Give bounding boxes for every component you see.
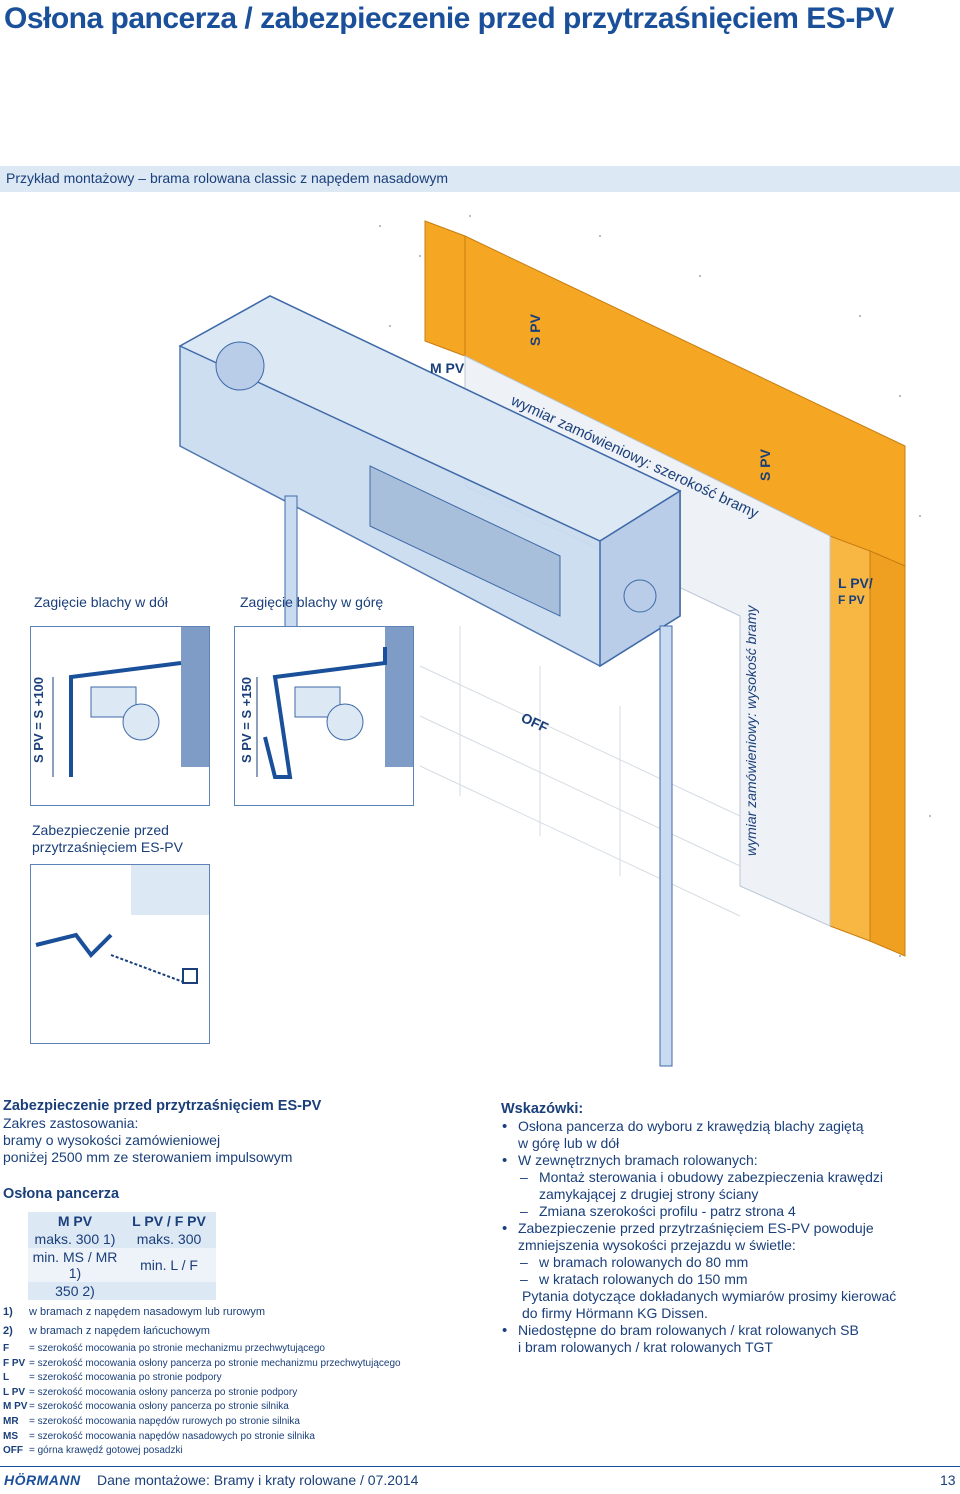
- bend-up-drawing: [256, 627, 413, 779]
- inset-es-title-1: Zabezpieczenie przed: [32, 822, 169, 838]
- inset-down-title: Zagięcie blachy w dół: [34, 594, 168, 610]
- es-pv-heading: Zabezpieczenie przed przytrzaśnięciem ES…: [3, 1098, 322, 1114]
- table-header: M PV: [28, 1212, 122, 1230]
- legend-item: MR= szerokość mocowania napędów rurowych…: [3, 1415, 300, 1427]
- height-dimension-label: wymiar zamówieniowy: wysokość bramy: [743, 604, 759, 856]
- s-pv-top-label: S PV: [527, 313, 543, 346]
- tip-item: Zmiana szerokości profilu - patrz strona…: [501, 1203, 951, 1220]
- page-number: 13: [940, 1472, 956, 1488]
- es-pv-line-3: poniżej 2500 mm ze sterowaniem impulsowy…: [3, 1149, 293, 1165]
- tip-item: w górę lub w dół: [518, 1135, 620, 1151]
- section-band: [0, 166, 960, 192]
- s-pv-right-label: S PV: [757, 448, 773, 481]
- bend-down-drawing: [52, 627, 209, 777]
- legend-item: M PV= szerokość mocowania osłony pancerz…: [3, 1401, 289, 1413]
- tip-item: zmniejszenia wysokości przejazdu w świet…: [518, 1237, 796, 1253]
- tip-item: zamykającej z drugiej strony ściany: [539, 1186, 759, 1202]
- m-pv-label: M PV: [430, 360, 465, 376]
- footer-divider: [0, 1466, 960, 1467]
- tip-item: Pytania dotyczące dokładanych wymiarów p…: [522, 1288, 897, 1304]
- table-cell: maks. 300 1): [28, 1230, 122, 1248]
- tip-item: w bramach rolowanych do 80 mm: [501, 1254, 951, 1271]
- inset-es-title-2: przytrzaśnięciem ES-PV: [32, 839, 183, 855]
- legend-item: L PV= szerokość mocowania osłony pancerz…: [3, 1386, 298, 1398]
- es-pv-line-1: Zakres zastosowania:: [3, 1115, 139, 1131]
- inset-es-pv: [30, 864, 210, 1044]
- legend: F= szerokość mocowania po stronie mechan…: [3, 1342, 401, 1459]
- es-pv-drawing: [35, 865, 209, 984]
- inset-bend-down: S PV = S +100: [30, 626, 210, 806]
- legend-item: MS= szerokość mocowania napędów nasadowy…: [3, 1430, 315, 1442]
- inset-up-dim: S PV = S +150: [239, 676, 254, 763]
- l-pv-label: L PV/: [838, 575, 873, 591]
- tip-item: Osłona pancerza do wyboru z krawędzią bl…: [501, 1118, 951, 1135]
- es-pv-line-2: bramy o wysokości zamówieniowej: [3, 1132, 221, 1148]
- floor-grid: [419, 626, 741, 917]
- footnotes: 1)w bramach z napędem nasadowym lub ruro…: [3, 1303, 265, 1341]
- tip-item: W zewnętrznych bramach rolowanych:: [501, 1152, 951, 1169]
- cover-section-heading: Osłona pancerza: [3, 1186, 120, 1202]
- table-cell: min. L / F: [122, 1248, 216, 1282]
- shutter-housing: [178, 295, 682, 668]
- tip-item: do firmy Hörmann KG Dissen.: [522, 1305, 708, 1321]
- table-cell: min. MS / MR 1): [28, 1248, 122, 1282]
- tip-item: Niedostępne do bram rolowanych / krat ro…: [501, 1322, 951, 1339]
- tip-item: i bram rolowanych / krat rolowanych TGT: [518, 1339, 773, 1355]
- legend-item: OFF= górna krawędź gotowej posadzki: [3, 1445, 183, 1457]
- legend-item: F PV= szerokość mocowania osłony pancerz…: [3, 1357, 401, 1369]
- table-cell: maks. 300: [122, 1230, 216, 1248]
- footnote: 1)w bramach z napędem nasadowym lub ruro…: [3, 1306, 265, 1318]
- cover-spec-table: M PV L PV / F PV maks. 300 1) maks. 300 …: [28, 1212, 216, 1300]
- section-band-title: Przykład montażowy – brama rolowana clas…: [6, 170, 448, 186]
- table-header: L PV / F PV: [122, 1212, 216, 1230]
- f-pv-label: F PV: [838, 593, 865, 607]
- page-title: Osłona pancerza / zabezpieczenie przed p…: [4, 2, 894, 35]
- door-frame: [424, 220, 906, 957]
- brand-logo: HÖRMANN: [4, 1472, 81, 1488]
- tips-list: Osłona pancerza do wyboru z krawędzią bl…: [501, 1118, 951, 1356]
- inset-down-dim: S PV = S +100: [31, 676, 46, 763]
- off-label: OFF: [519, 709, 552, 736]
- table-cell: [122, 1282, 216, 1300]
- tip-item: Montaż sterowania i obudowy zabezpieczen…: [501, 1169, 951, 1186]
- footer-text: Dane montażowe: Bramy i kraty rolowane /…: [97, 1472, 419, 1488]
- inset-up-title: Zagięcie blachy w górę: [240, 594, 384, 610]
- inset-bend-up: S PV = S +150: [234, 626, 414, 806]
- tip-item: Zabezpieczenie przed przytrzaśnięciem ES…: [501, 1220, 951, 1237]
- legend-item: F= szerokość mocowania po stronie mechan…: [3, 1343, 325, 1354]
- legend-item: L= szerokość mocowania po stronie podpor…: [3, 1372, 222, 1384]
- table-cell: 350 2): [28, 1282, 122, 1300]
- installation-diagram: M PV S PV S PV wymiar zamówieniowy: szer…: [178, 215, 931, 1067]
- footnote: 2)w bramach z napędem łańcuchowym: [3, 1325, 210, 1337]
- tip-item: w kratach rolowanych do 150 mm: [501, 1271, 951, 1288]
- tips-heading: Wskazówki:: [501, 1101, 584, 1117]
